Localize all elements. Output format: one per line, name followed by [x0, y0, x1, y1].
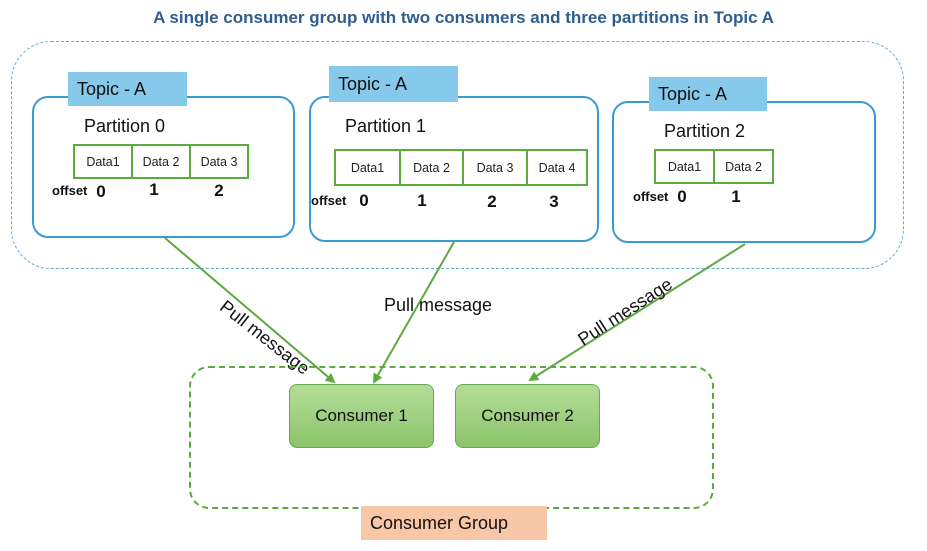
offset-number: 2: [487, 192, 497, 211]
offset-number: 1: [731, 187, 741, 206]
topic-tag-0: Topic - A: [68, 72, 187, 106]
consumer-group-label: Consumer Group: [361, 506, 547, 540]
data-cell: Data1: [334, 149, 401, 186]
topic-tag-2: Topic - A: [649, 77, 767, 111]
offset-number: 0: [677, 187, 687, 206]
offset-label: offset: [52, 183, 88, 198]
offset-number: 0: [96, 182, 106, 201]
offset-number: 3: [549, 192, 559, 211]
offset-number: 2: [214, 181, 224, 200]
offset-number: 1: [149, 180, 159, 199]
offset-label: offset: [311, 193, 347, 208]
data-cell: Data 2: [399, 149, 464, 186]
pull-message-label-1: Pull message: [384, 295, 493, 315]
topic-tag-1: Topic - A: [329, 66, 458, 102]
arrow-partition-1-to-consumer-1: [373, 241, 455, 384]
partition-2-name: Partition 2: [664, 121, 746, 141]
partition-1-name: Partition 1: [345, 116, 427, 136]
data-cell: Data1: [73, 144, 133, 179]
data-cell: Data 4: [526, 149, 588, 186]
partition-0-cells: Data1 Data 2 Data 3: [73, 144, 249, 179]
partition-2-cells: Data1 Data 2: [654, 149, 774, 184]
partition-1-cells: Data1 Data 2 Data 3 Data 4: [334, 149, 588, 186]
consumer-group-boundary: [189, 366, 714, 509]
data-cell: Data 3: [189, 144, 249, 179]
offset-number: 1: [417, 191, 427, 210]
topic-a-boundary: [11, 41, 904, 269]
arrow-partition-2-to-consumer-2: [528, 243, 746, 382]
diagram-title: A single consumer group with two consume…: [153, 8, 774, 27]
consumer-1: Consumer 1: [289, 384, 434, 448]
data-cell: Data 2: [713, 149, 774, 184]
partition-0-name: Partition 0: [84, 116, 166, 136]
offset-label: offset: [633, 189, 669, 204]
offset-number: 0: [359, 191, 369, 210]
consumer-2: Consumer 2: [455, 384, 600, 448]
data-cell: Data1: [654, 149, 715, 184]
arrow-partition-0-to-consumer-1: [164, 237, 336, 384]
